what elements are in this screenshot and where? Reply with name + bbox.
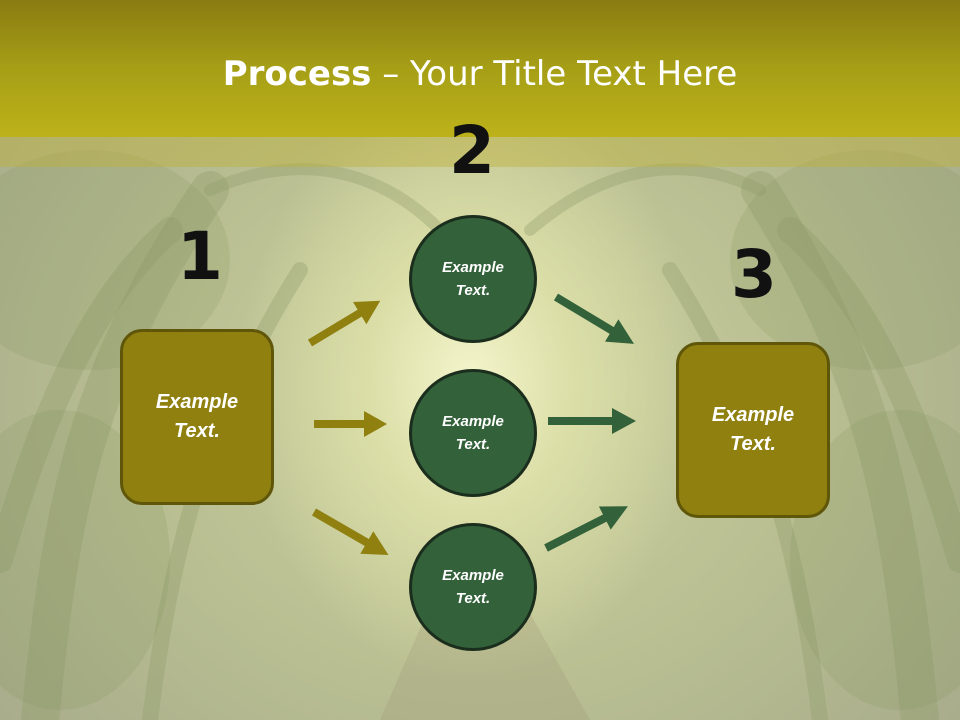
title-bold: Process — [222, 54, 372, 94]
arrow-icon — [544, 506, 628, 552]
title-band — [0, 137, 960, 167]
step-3-box: Example Text. — [676, 342, 830, 518]
step-number-1: 1 — [177, 218, 223, 295]
step-2-circle-top: Example Text. — [409, 215, 537, 343]
arrow-icon — [312, 508, 389, 555]
step-3-text: Example Text. — [711, 404, 795, 455]
step-2-circle-bottom: Example Text. — [409, 523, 537, 651]
circle-top-text: Example Text. — [442, 259, 504, 299]
circle-bottom-text: Example Text. — [442, 567, 504, 607]
arrow-icon — [307, 300, 381, 347]
step-2-circle-middle: Example Text. — [409, 369, 537, 497]
step-1-box: Example Text. — [120, 329, 274, 505]
arrow-icon — [553, 293, 635, 344]
step-number-2: 2 — [449, 112, 495, 189]
slide-title: Process – Your Title Text Here — [0, 52, 960, 96]
circle-middle-text: Example Text. — [442, 413, 504, 453]
arrow-icon — [314, 411, 387, 437]
title-bar — [0, 0, 960, 137]
step-number-3: 3 — [731, 236, 777, 313]
title-rest: – Your Title Text Here — [371, 54, 738, 94]
step-1-text: Example Text. — [155, 391, 239, 442]
arrow-icon — [548, 408, 636, 434]
